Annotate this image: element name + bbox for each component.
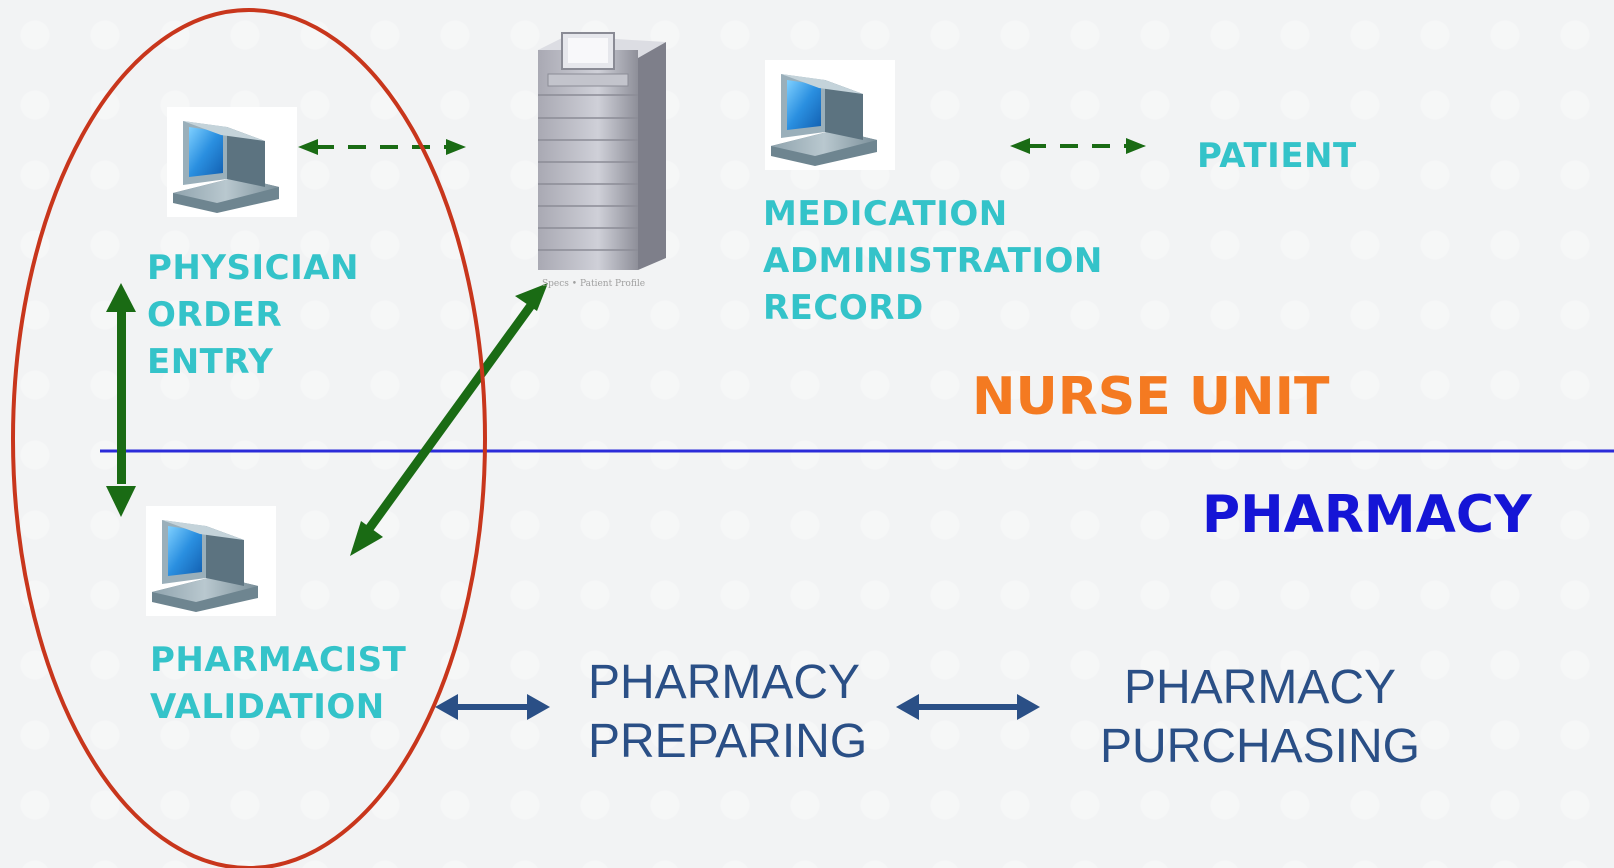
label-line: PHARMACY (588, 656, 861, 709)
computer-workstation-icon (146, 506, 276, 616)
dashed-arrow-mar-patient (1010, 138, 1146, 154)
pharmacy-preparing-label: PHARMACY PREPARING (588, 653, 867, 771)
label-line: PREPARING (588, 715, 868, 768)
pharmacy-purchasing-label: PHARMACY PURCHASING (1070, 658, 1450, 776)
arrow-validation-preparing (435, 694, 550, 720)
dashed-arrow-poe-server (298, 139, 466, 155)
medication-administration-record-label: MEDICATION ADMINISTRATION RECORD (763, 191, 1103, 332)
pharmacy-zone-label: PHARMACY (1202, 485, 1532, 545)
label-line: VALIDATION (150, 687, 385, 727)
label-line: RECORD (763, 288, 924, 328)
pharmacist-validation-label: PHARMACIST VALIDATION (150, 637, 406, 731)
physician-order-entry-label: PHYSICIAN ORDER ENTRY (147, 245, 359, 386)
patient-label: PATIENT (1197, 136, 1357, 176)
highlight-ellipse (11, 8, 487, 868)
nurse-unit-zone-label: NURSE UNIT (972, 367, 1330, 427)
arrow-preparing-purchasing (896, 694, 1040, 720)
label-line: MEDICATION (763, 194, 1008, 234)
label-line: ENTRY (147, 342, 274, 382)
computer-workstation-icon (167, 107, 297, 217)
server-cabinet-icon (538, 32, 666, 270)
label-line: ORDER (147, 295, 283, 335)
label-line: ADMINISTRATION (763, 241, 1103, 281)
label-line: PHARMACIST (150, 640, 407, 680)
vertical-arrow-poe-validation (106, 283, 136, 517)
label-line: PHARMACY (1123, 661, 1397, 714)
computer-workstation-icon (765, 60, 895, 170)
server-caption: Specs • Patient Profile (542, 279, 646, 289)
label-line: PURCHASING (1099, 720, 1421, 773)
label-line: PHYSICIAN (147, 248, 360, 288)
diagonal-arrow-server-validation (350, 283, 548, 556)
